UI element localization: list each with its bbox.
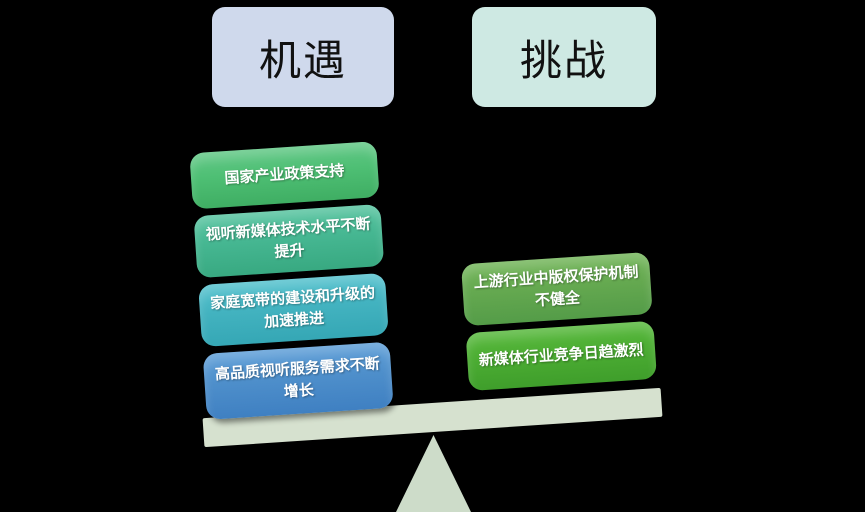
opportunity-card-policy: 国家产业政策支持 (189, 141, 380, 210)
opportunities-stack: 国家产业政策支持 视听新媒体技术水平不断提升 家庭宽带的建设和升级的加速推进 高… (189, 141, 394, 420)
challenges-stack: 上游行业中版权保护机制不健全 新媒体行业竞争日趋激烈 (460, 251, 658, 392)
opportunity-card-broadband: 家庭宽带的建设和升级的加速推进 (198, 272, 389, 348)
seesaw-fulcrum-triangle (396, 435, 471, 512)
header-challenges: 挑战 (472, 7, 656, 107)
header-opportunities: 机遇 (212, 7, 394, 107)
opportunity-card-technology: 视听新媒体技术水平不断提升 (193, 203, 385, 279)
challenge-card-copyright: 上游行业中版权保护机制不健全 (460, 251, 653, 327)
opportunity-card-demand: 高品质视听服务需求不断增长 (202, 341, 394, 420)
challenge-card-competition: 新媒体行业竞争日趋激烈 (465, 320, 658, 392)
